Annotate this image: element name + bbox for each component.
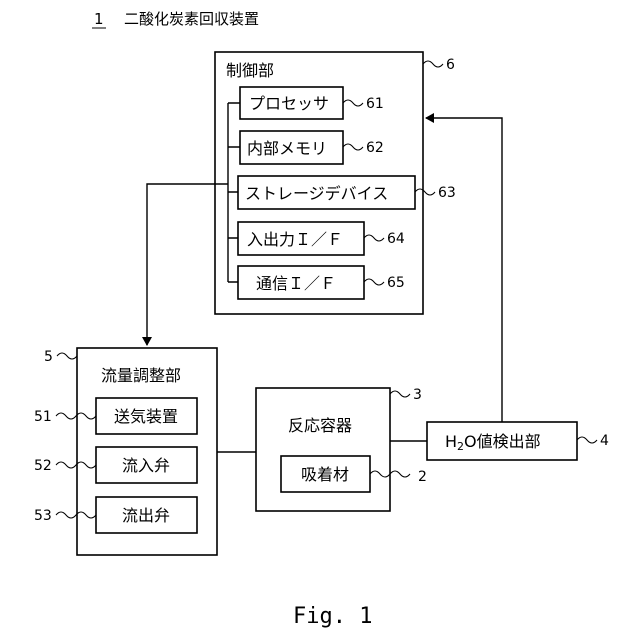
reaction-vessel-leader <box>390 391 410 397</box>
reaction-vessel: 反応容器 3 吸着材 2 <box>256 387 427 511</box>
figure-title: 二酸化炭素回収装置 <box>124 10 259 28</box>
comm-interface-label: 通信Ｉ／Ｆ <box>256 274 336 293</box>
h2o-detector-label-subscript: 2 <box>457 440 464 453</box>
storage-device-label: ストレージデバイス <box>245 184 388 203</box>
h2o-detector-label-rest: O値検出部 <box>464 432 541 451</box>
reaction-vessel-ref: 3 <box>413 387 422 403</box>
processor-label: プロセッサ <box>249 94 329 113</box>
internal-memory-ref: 62 <box>366 140 384 156</box>
comm-interface-ref: 65 <box>387 275 405 291</box>
outflow-valve-label: 流出弁 <box>122 506 170 525</box>
inflow-valve-label: 流入弁 <box>122 456 170 475</box>
absorbent-ref: 2 <box>418 469 427 485</box>
h2o-detector-ref: 4 <box>600 433 609 449</box>
wire-detector-to-control <box>426 118 502 422</box>
storage-device-ref: 63 <box>438 185 456 201</box>
h2o-detector: H2O値検出部 4 <box>427 422 609 460</box>
control-unit: 制御部 6 プロセッサ 61 内部メモリ 62 ストレージデバイス 63 入出力… <box>215 52 456 314</box>
internal-memory-label: 内部メモリ <box>247 139 327 158</box>
h2o-detector-label-h: H <box>445 432 457 451</box>
air-blower-ref: 51 <box>34 409 52 425</box>
flow-adjuster-label: 流量調整部 <box>101 366 181 385</box>
control-unit-label: 制御部 <box>226 61 274 80</box>
air-blower-label: 送気装置 <box>114 407 178 426</box>
flow-adjuster-leader <box>57 353 77 359</box>
io-interface-ref: 64 <box>387 231 405 247</box>
control-unit-leader <box>423 61 443 67</box>
figure-ref-number: 1 <box>94 10 104 28</box>
flow-adjuster: 流量調整部 5 送気装置 51 流入弁 52 流出弁 53 <box>34 348 217 555</box>
processor-ref: 61 <box>366 96 384 112</box>
flow-adjuster-ref: 5 <box>44 349 53 365</box>
outflow-valve-ref: 53 <box>34 508 52 524</box>
reaction-vessel-label: 反応容器 <box>288 416 352 435</box>
io-interface-label: 入出力Ｉ／Ｆ <box>247 230 343 249</box>
absorbent-label: 吸着材 <box>301 465 349 484</box>
control-unit-ref: 6 <box>446 57 455 73</box>
figure-caption: Fig. 1 <box>293 604 372 629</box>
h2o-detector-leader <box>577 437 597 443</box>
inflow-valve-ref: 52 <box>34 458 52 474</box>
